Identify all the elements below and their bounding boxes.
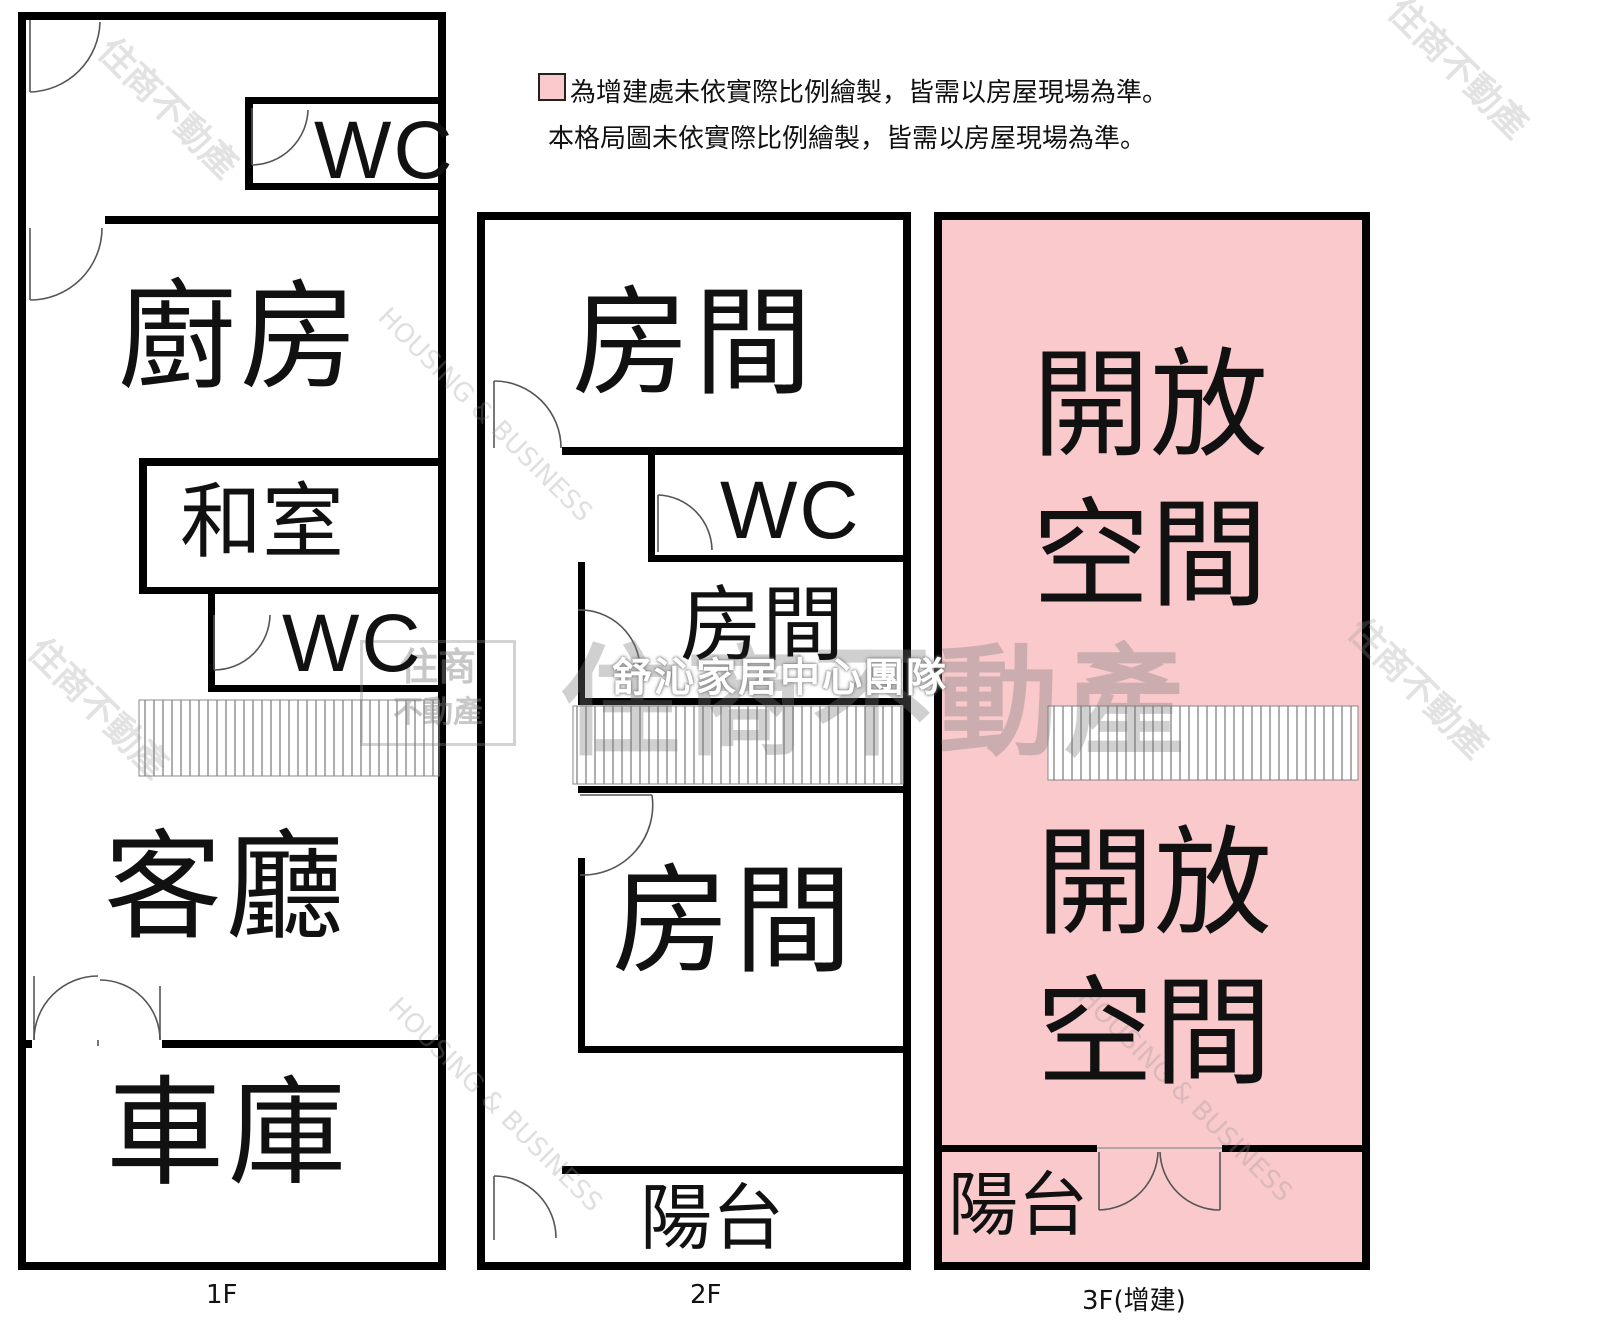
- team-watermark: 舒沁家居中心團隊: [612, 655, 948, 701]
- room-label-1f-tatami: 和室: [180, 475, 345, 570]
- extension-legend-swatch: [538, 73, 566, 101]
- room-label-3f-balcony: 陽台: [948, 1164, 1088, 1246]
- room-label-2f-room-top: 房間: [572, 274, 817, 412]
- watermark-brand: 住商不動產: [560, 634, 1190, 773]
- room-label-1f-living: 客廳: [104, 818, 349, 956]
- stairs-2f: [572, 705, 904, 785]
- room-label-2f-wc: WC: [720, 465, 861, 556]
- scale-note: 本格局圖未依實際比例繪製，皆需以房屋現場為準。: [548, 124, 1147, 154]
- room-label-3f-open-bottom: 開放空間: [1035, 814, 1272, 1102]
- watermark-logo: 住商 不動產: [360, 640, 516, 746]
- room-label-1f-garage: 車庫: [106, 1064, 351, 1202]
- legend-note: 為增建處未依實際比例繪製，皆需以房屋現場為準。: [570, 78, 1169, 108]
- room-label-1f-wc-mid: WC: [282, 598, 423, 689]
- room-label-2f-room-bottom: 房間: [612, 852, 857, 990]
- stairs-1f: [138, 699, 440, 777]
- room-label-1f-kitchen: 廚房: [118, 268, 363, 406]
- room-label-1f-wc-top: WC: [314, 105, 455, 196]
- watermark-logo-top: 住商: [399, 645, 476, 689]
- floor-label-3f: 3F(增建): [1082, 1286, 1186, 1316]
- floor-label-1f: 1F: [206, 1280, 238, 1310]
- room-label-3f-open-top: 開放空間: [1031, 336, 1268, 624]
- watermark-logo-bottom: 不動產: [393, 695, 483, 730]
- room-label-2f-room-mid: 房間: [680, 578, 845, 673]
- stairs-3f-steps: [1048, 706, 1358, 780]
- floor-label-2f: 2F: [690, 1280, 722, 1310]
- room-label-2f-balcony: 陽台: [640, 1176, 785, 1260]
